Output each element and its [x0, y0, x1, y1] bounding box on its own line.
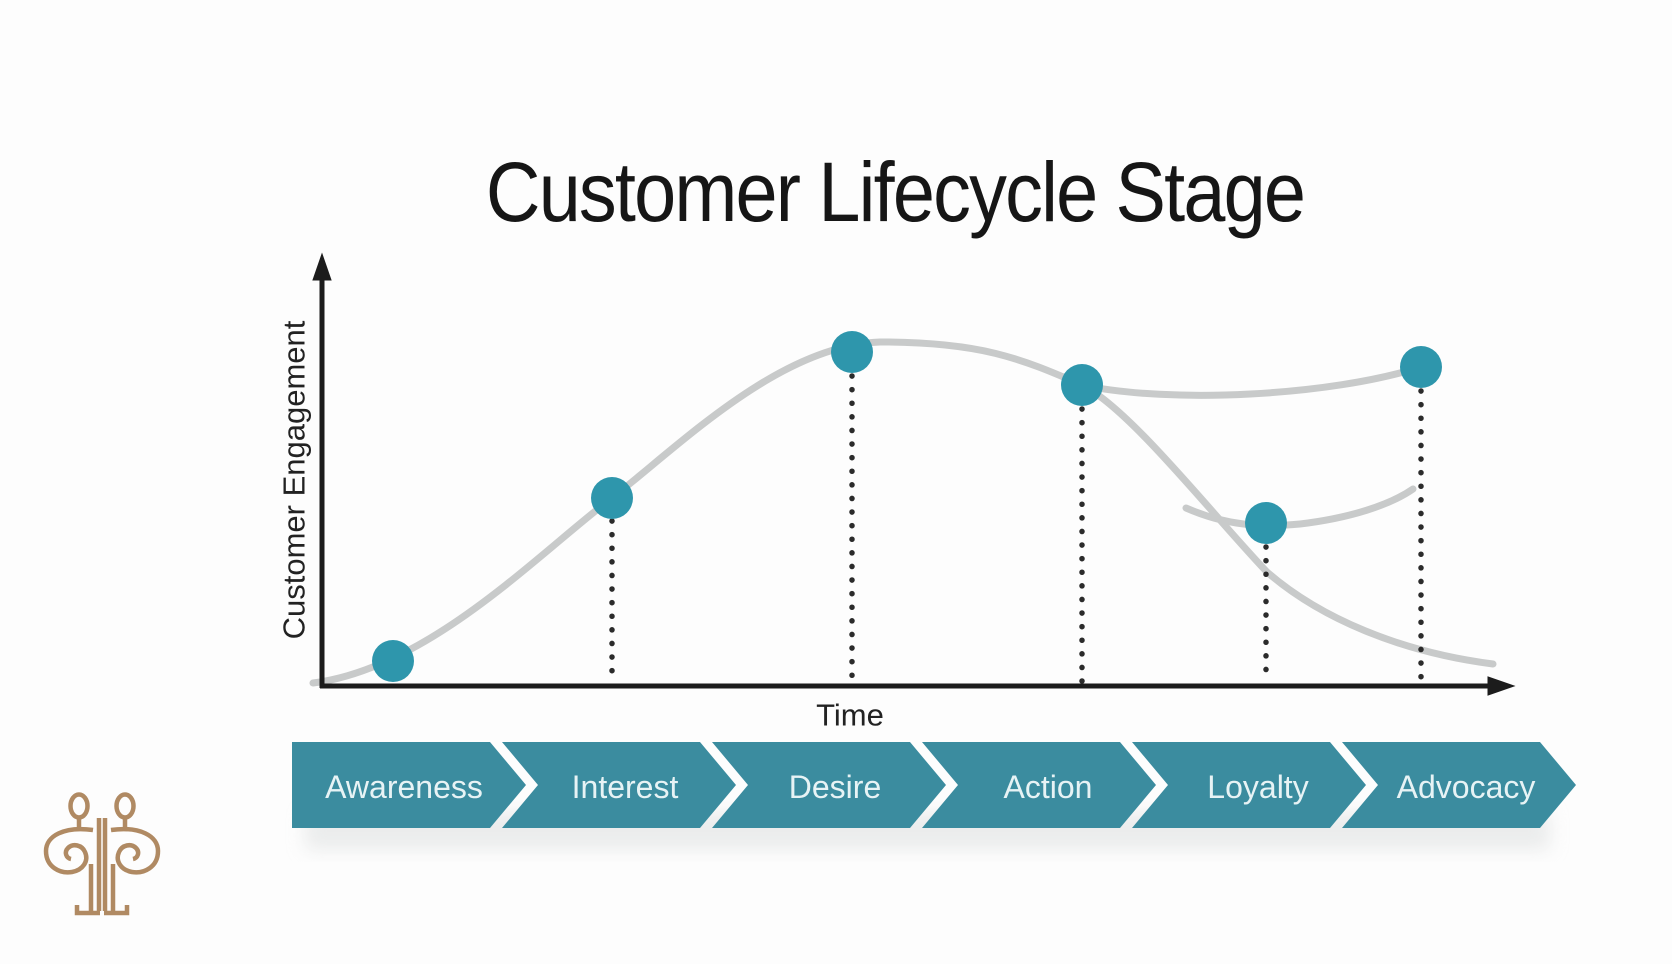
- brand-logo-icon: [43, 792, 161, 916]
- axes: [312, 252, 1516, 696]
- stage-dots: [372, 331, 1442, 682]
- chevron-awareness: [292, 742, 526, 828]
- y-axis-arrow-icon: [312, 252, 332, 281]
- stage-label-advocacy: Advocacy: [1397, 769, 1536, 805]
- chevron-action: [922, 742, 1156, 828]
- y-axis-label: Customer Engagement: [277, 320, 312, 639]
- chevron-interest: [502, 742, 736, 828]
- logo-figure-left: [43, 792, 102, 916]
- stage-label-interest: Interest: [572, 769, 679, 805]
- logo-figure-right: [102, 792, 161, 916]
- engagement-curve: [309, 338, 1497, 687]
- stage-dot-awareness: [372, 640, 414, 682]
- chevron-advocacy: [1342, 742, 1576, 828]
- stage-label-action: Action: [1004, 769, 1093, 805]
- stage-label-loyalty: Loyalty: [1207, 769, 1308, 805]
- stage-dot-desire: [831, 331, 873, 373]
- stage-dot-loyalty: [1245, 502, 1287, 544]
- x-axis-arrow-icon: [1487, 676, 1516, 696]
- stage-label-desire: Desire: [789, 769, 881, 805]
- page-title: Customer Lifecycle Stage: [485, 145, 1306, 239]
- loyalty-recovery-curve: [1182, 485, 1417, 530]
- stage-chevrons: Awareness Interest Desire Action Loyalty…: [292, 742, 1576, 828]
- advocacy-branch-curve: [1078, 363, 1425, 399]
- stage-guide-lines: [609, 373, 1424, 685]
- chevron-desire: [712, 742, 946, 828]
- stage-label-awareness: Awareness: [325, 769, 483, 805]
- x-axis-label: Time: [816, 698, 884, 733]
- stage-dot-interest: [591, 477, 633, 519]
- stage-dot-action: [1061, 364, 1103, 406]
- stage-dot-advocacy: [1400, 346, 1442, 388]
- curve-group: [309, 338, 1497, 687]
- chevron-loyalty: [1132, 742, 1366, 828]
